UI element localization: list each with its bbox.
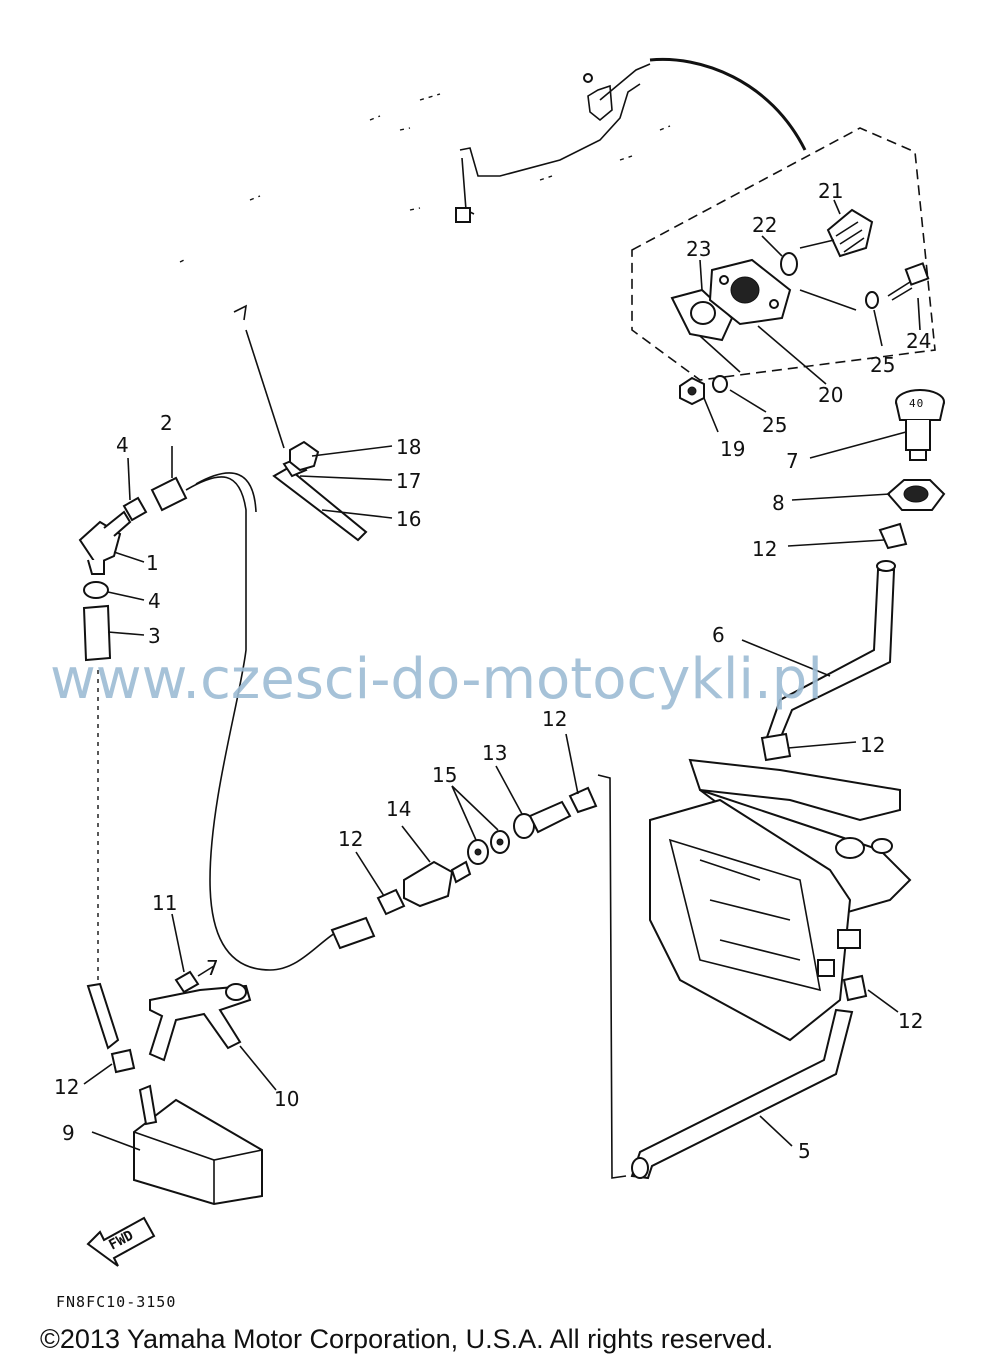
callout-11: 11 xyxy=(152,891,177,915)
part-12-clamp-middle xyxy=(376,888,406,916)
callout-8: 8 xyxy=(772,491,785,515)
part-25-washer-upper xyxy=(865,291,879,309)
copyright-notice: ©2013 Yamaha Motor Corporation, U.S.A. A… xyxy=(40,1324,773,1354)
callout-13: 13 xyxy=(482,741,507,765)
part-8-nut xyxy=(886,479,946,511)
fwd-arrow-icon: FWD xyxy=(86,1216,156,1267)
part-4-clamp-upper xyxy=(122,496,148,522)
part-2-sleeve xyxy=(150,476,188,512)
part-12-clamp-top xyxy=(878,522,908,550)
routing-line-16 xyxy=(245,329,285,449)
part-24-bolt xyxy=(887,262,930,301)
leader-lines xyxy=(83,199,921,1151)
part-16-strap xyxy=(272,466,368,542)
part-12-clamp-left xyxy=(110,1048,136,1074)
callout-10: 10 xyxy=(274,1087,299,1111)
part-7-cap xyxy=(895,389,945,461)
callout-21: 21 xyxy=(818,179,843,203)
callout-12f: 12 xyxy=(542,707,567,731)
part-11-screw xyxy=(174,965,215,994)
hose-loop-left xyxy=(185,476,341,971)
callout-12b: 12 xyxy=(860,733,885,757)
part-19-nut xyxy=(679,376,705,406)
part-4-clamp-lower xyxy=(83,581,109,599)
cap-marking: 40 xyxy=(909,397,924,410)
callout-18: 18 xyxy=(396,435,421,459)
part-12-clamp-upper-middle xyxy=(568,786,598,814)
callout-9: 9 xyxy=(62,1121,75,1145)
callout-1: 1 xyxy=(146,551,159,575)
callout-24: 24 xyxy=(906,329,931,353)
callout-6: 6 xyxy=(712,623,725,647)
callout-12d: 12 xyxy=(54,1075,79,1099)
callout-4b: 4 xyxy=(148,589,161,613)
drawing-code: FN8FC10-3150 xyxy=(56,1293,176,1311)
part-10-bracket xyxy=(148,983,252,1062)
callout-12e: 12 xyxy=(338,827,363,851)
jet-pump-housing xyxy=(649,758,912,1042)
part-25-washer-lower xyxy=(712,375,728,393)
part-3-tube xyxy=(82,604,112,662)
callout-7a: 7 xyxy=(786,449,799,473)
routing-line-right xyxy=(597,774,627,1179)
part-1-elbow xyxy=(78,510,132,575)
callout-4a: 4 xyxy=(116,433,129,457)
watermark-text: www.czesci-do-motocykli.pl xyxy=(50,647,823,712)
callout-17: 17 xyxy=(396,469,421,493)
callout-15: 15 xyxy=(432,763,457,787)
callout-5: 5 xyxy=(798,1139,811,1163)
callout-labels: 1 2 3 4 4 5 6 7 7 8 9 10 11 12 12 12 12 … xyxy=(54,179,931,1163)
part-13-fitting xyxy=(513,800,572,839)
callout-25a: 25 xyxy=(870,353,895,377)
part-20-housing xyxy=(708,258,792,326)
engine-outline-fragments xyxy=(179,63,671,263)
part-15-washers xyxy=(467,830,510,865)
callout-7b: 7 xyxy=(206,956,219,980)
cable-top xyxy=(649,57,807,151)
callout-3: 3 xyxy=(148,624,161,648)
hose-lower-left xyxy=(86,982,120,1050)
callout-20: 20 xyxy=(818,383,843,407)
part-12-clamp-mid xyxy=(760,732,792,762)
part-9-box xyxy=(133,1084,263,1206)
callout-2: 2 xyxy=(160,411,173,435)
callout-25b: 25 xyxy=(762,413,787,437)
part-18-nut xyxy=(289,440,320,472)
callout-22: 22 xyxy=(752,213,777,237)
part-14-valve xyxy=(403,860,472,908)
callout-14: 14 xyxy=(386,797,411,821)
callout-19: 19 xyxy=(720,437,745,461)
part-22-oring xyxy=(780,252,798,276)
part-23-gasket xyxy=(670,288,734,342)
callout-12a: 12 xyxy=(752,537,777,561)
part-21-switch xyxy=(799,208,874,258)
hose-short-middle xyxy=(330,916,376,950)
callout-16: 16 xyxy=(396,507,421,531)
callout-23: 23 xyxy=(686,237,711,261)
part-12-clamp-lower xyxy=(842,974,868,1002)
callout-12c: 12 xyxy=(898,1009,923,1033)
part-5-hose xyxy=(630,1008,854,1180)
detail-panel xyxy=(631,127,936,381)
